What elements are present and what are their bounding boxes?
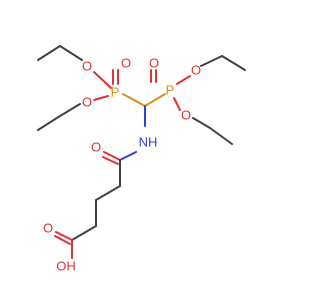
bond-et1-o-p1 [93, 71, 112, 89]
bond-amide-co-a [103, 151, 121, 161]
bond-et2-o-p1 [93, 95, 109, 101]
chemical-structure-diagram: P P O O O O O O NH O O OH [37, 45, 246, 274]
atom-o-acid-double: O [43, 221, 53, 236]
bond-amide-co-b [102, 156, 119, 165]
bond-ch-p2 [144, 93, 166, 107]
atom-o-p2-double: O [149, 56, 159, 71]
bond-chain-4 [71, 225, 97, 241]
bond-et1-c1-c2 [37, 45, 61, 61]
bond-et3-o-c1 [200, 55, 223, 67]
bond-p1-ch [122, 93, 146, 107]
bond-acid-co-a [55, 231, 73, 241]
atom-o-p2-ethoxy-bottom: O [181, 108, 191, 123]
atom-o-p1-ethoxy-top: O [82, 59, 92, 74]
bond-et2-c1-c2 [37, 115, 61, 131]
bond-et4-c1-c2 [209, 127, 233, 145]
atom-p-right: P [166, 83, 175, 98]
atom-oh-acid: OH [56, 259, 76, 274]
atom-o-p1-double: O [121, 56, 131, 71]
atom-n-amide: NH [139, 135, 158, 150]
atom-o-amide: O [91, 140, 101, 155]
bond-acid-co-b [54, 235, 71, 245]
atom-p-left: P [111, 85, 120, 100]
atom-o-p2-ethoxy-top: O [191, 63, 201, 78]
bond-et2-c2-o [59, 103, 81, 117]
bond-nh-c-amide [119, 151, 137, 161]
bond-p2-o-bottom [173, 97, 181, 111]
bond-et4-o-c1 [192, 117, 211, 129]
atom-o-p1-ethoxy-bottom: O [82, 95, 92, 110]
bond-et3-c1-c2 [221, 55, 246, 71]
bond-chain-2 [95, 185, 121, 201]
bond-et1-c2-o [59, 45, 83, 61]
bond-p2-o-top [176, 75, 191, 85]
